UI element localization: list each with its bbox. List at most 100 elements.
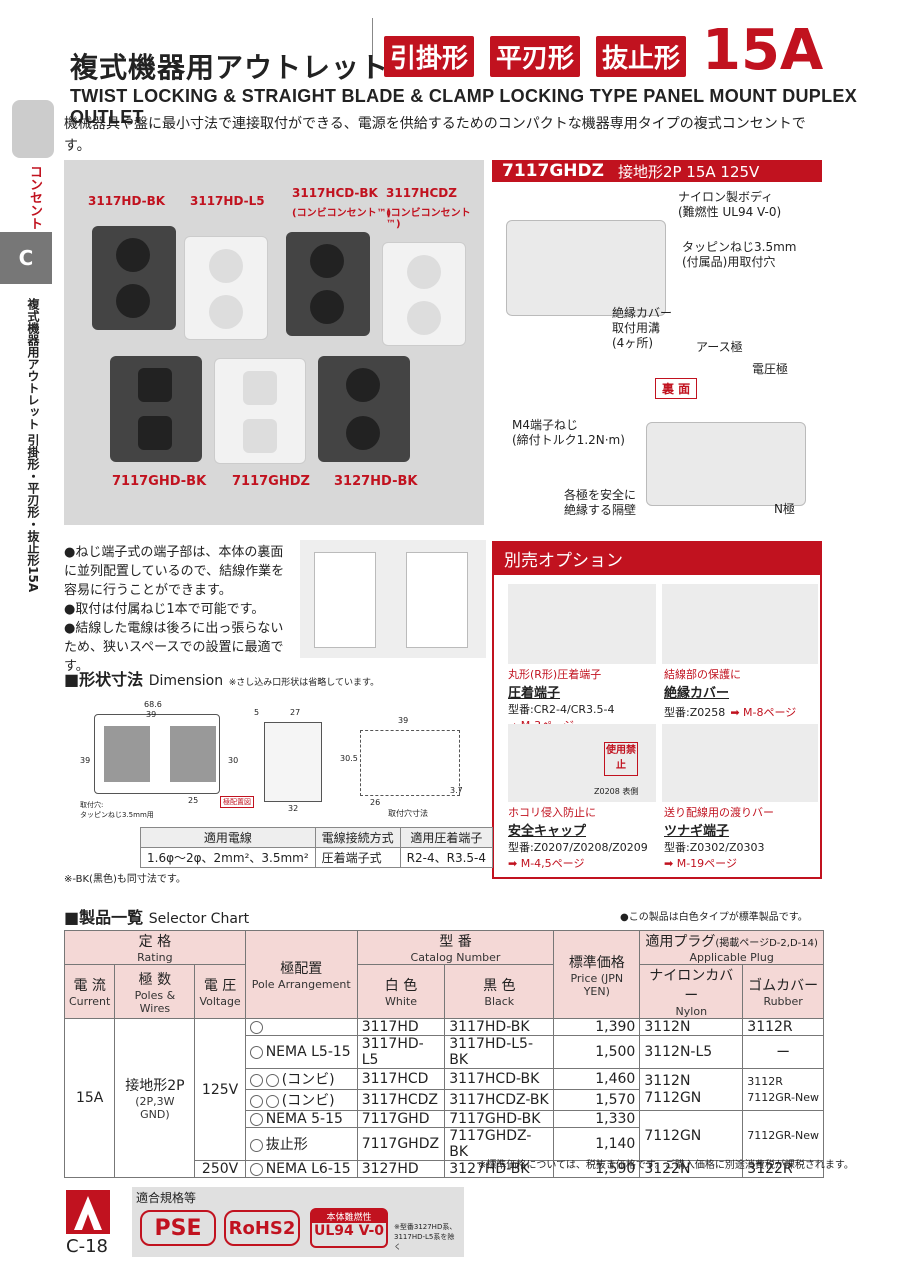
table-row: 250V NEMA L6-15 3127HD 3127HD-BK 1,590 3… bbox=[65, 1160, 824, 1178]
feature-bullets: ●ねじ端子式の端子部は、本体の裏面に並列配置しているので、結線作業を容易に行うこ… bbox=[64, 543, 296, 676]
dimension-heading: ■形状寸法 Dimension ※さし込み口形状は省略しています。 bbox=[64, 670, 380, 689]
table-row: 15A 接地形2P(2P,3W GND) 125V 3117HD 3117HD-… bbox=[63, 1018, 824, 1178]
annotation-earth: アース極 bbox=[696, 340, 743, 354]
options-header: 別売オプション bbox=[492, 541, 822, 575]
outlet-face-photo bbox=[300, 540, 486, 658]
tag-straight-blade: 平刃形 bbox=[490, 36, 581, 77]
pole-arrangement-icon bbox=[249, 1162, 263, 1176]
photo-label: 3117HD-L5 bbox=[190, 194, 265, 208]
mounting-cutout bbox=[360, 730, 460, 796]
dim-label: 30.5 bbox=[340, 754, 358, 763]
selector-note: ●この製品は白色タイプが標準製品です。 bbox=[620, 912, 808, 923]
crimp-terminal-image bbox=[508, 584, 656, 664]
feature-panel: ナイロン製ボディ (難燃性 UL94 V-0) タッピンねじ3.5mm (付属品… bbox=[492, 182, 822, 525]
dimension-drawing: 68.6 39 39 30 25 取付穴: タッピンねじ3.5mm用 極配置図 … bbox=[64, 690, 476, 826]
outlet-3117HCD-BK bbox=[286, 232, 370, 336]
outlet-illustration-back bbox=[646, 422, 806, 506]
dim-label: 30 bbox=[228, 756, 239, 765]
photo-label: 3117HCDZ bbox=[386, 186, 457, 200]
header-divider bbox=[372, 18, 373, 78]
photo-label: (コンビコンセント™) bbox=[386, 208, 471, 230]
outlet-illustration-front bbox=[506, 220, 666, 316]
page-number: C-18 bbox=[66, 1236, 108, 1257]
bullet-item: ●取付は付属ねじ1本で可能です。 bbox=[64, 602, 265, 617]
safety-cap-image: 使用禁止 Z0208 表側 bbox=[508, 724, 656, 802]
rohs-badge: RoHS2 bbox=[224, 1210, 300, 1246]
annotation-groove: 絶縁カバー 取付用溝 (4ヶ所) bbox=[612, 306, 673, 350]
jumper-bar-image bbox=[662, 724, 818, 802]
annotation-barrier: 各極を安全に 絶縁する隔壁 bbox=[564, 488, 637, 517]
table-row: (コンビ) 3117HCDZ 3117HCDZ-BK 1,570 bbox=[65, 1089, 824, 1111]
annotation-body: ナイロン製ボディ (難燃性 UL94 V-0) bbox=[678, 190, 782, 219]
outlet-3117HCDZ bbox=[382, 242, 466, 346]
selector-heading: ■製品一覧 Selector Chart bbox=[64, 908, 250, 927]
option-jumper-terminal: 送り配線用の渡りバー ツナギ端子 型番:Z0302/Z0303 ➡ M-19ペー… bbox=[664, 806, 774, 870]
dim-label: 39 bbox=[80, 756, 91, 765]
outline-side bbox=[264, 722, 322, 802]
table-row: (コンビ) 3117HCD 3117HCD-BK 1,460 3112N 711… bbox=[65, 1068, 824, 1111]
pole-arrangement-icon bbox=[249, 1073, 263, 1087]
option-insulation-cover: 結線部の保護に 絶縁カバー 型番:Z0258 ➡ M-8ページ bbox=[664, 668, 797, 719]
black-note: ※-BK(黒色)も同寸法です。 bbox=[64, 874, 186, 885]
pole-arrangement-icon bbox=[249, 1045, 263, 1059]
outlet-7117GHDZ bbox=[214, 358, 306, 464]
side-text: 複式機器用アウトレット 引掛形・平刃形・抜止形15A bbox=[26, 298, 40, 593]
dim-label: 68.6 bbox=[144, 700, 162, 709]
pole-layout-label: 極配置図 bbox=[220, 796, 254, 808]
pole-arrangement-icon bbox=[249, 1094, 263, 1108]
dim-label: 25 bbox=[188, 796, 199, 805]
brand-logo bbox=[66, 1190, 110, 1234]
certification-note: ※型番3127HD系、3117HD-L5系を除く bbox=[394, 1223, 457, 1251]
pole-arrangement-icon bbox=[249, 1020, 263, 1034]
cutout-label: 取付穴寸法 bbox=[388, 809, 428, 818]
photo-label: 3117HD-BK bbox=[88, 194, 166, 208]
annotation-neutral: N極 bbox=[774, 502, 795, 516]
intro-text: 機械器具や盤に最小寸法で連接取付ができる、電源を供給するためのコンパクトな機器専… bbox=[64, 116, 806, 154]
table-row: NEMA 5-15 7117GHD 7117GHD-BK 1,330 7112G… bbox=[65, 1110, 824, 1161]
dim-label: 5 bbox=[254, 708, 260, 717]
pole-arrangement-icon bbox=[265, 1073, 279, 1087]
socket-area bbox=[104, 726, 150, 782]
subtitle: TWIST LOCKING & STRAIGHT BLADE & CLAMP L… bbox=[70, 86, 858, 127]
pole-arrangement-icon bbox=[249, 1138, 263, 1152]
bullet-item: ●ねじ端子式の端子部は、本体の裏面に並列配置しているので、結線作業を容易に行うこ… bbox=[64, 545, 285, 598]
certification-title: 適合規格等 bbox=[136, 1191, 197, 1205]
annotation-screw: M4端子ねじ (締付トルク1.2N·m) bbox=[512, 418, 625, 447]
table-row: 抜止形 7117GHDZ 7117GHDZ-BK 1,140 bbox=[65, 1127, 824, 1161]
outline-front bbox=[94, 714, 220, 794]
tag-clamp-locking: 抜止形 bbox=[596, 36, 687, 77]
mount-hole-label: 取付穴: タッピンねじ3.5mm用 bbox=[80, 801, 154, 819]
product-photo: 3117HD-BK 3117HD-L5 3117HCD-BK 3117HCDZ … bbox=[64, 160, 484, 525]
price-footnote: ※標準価格については、税抜き価格です。ご購入価格に別途消費税が課税されます。 bbox=[478, 1160, 854, 1171]
outlet-3117HD-L5 bbox=[184, 236, 268, 340]
dim-label: 27 bbox=[290, 708, 301, 717]
outlet-3117HD-BK bbox=[92, 226, 176, 330]
photo-label: 3127HD-BK bbox=[334, 474, 418, 489]
side-letter: C bbox=[0, 232, 52, 284]
option-safety-cap: ホコリ侵入防止に 安全キャップ 型番:Z0207/Z0208/Z0209 ➡ M… bbox=[508, 806, 648, 870]
outlet-icon bbox=[12, 100, 54, 158]
pole-arrangement-icon bbox=[265, 1094, 279, 1108]
bullet-item: ●結線した電線は後ろに出っ張らないため、狭いスペースでの設置に最適です。 bbox=[64, 621, 284, 674]
ul-badge: 本体難燃性 UL94 V-0 bbox=[310, 1208, 388, 1248]
photo-label: 7117GHDZ bbox=[232, 474, 310, 489]
option-crimp-terminal: 丸形(R形)圧着端子 圧着端子 型番:CR2-4/CR3.5-4 ➡ M-3ペー… bbox=[508, 668, 615, 732]
photo-label: 7117GHD-BK bbox=[112, 474, 207, 489]
tag-twist-locking: 引掛形 bbox=[384, 36, 475, 77]
annotation-voltage: 電圧極 bbox=[752, 362, 789, 376]
socket-area bbox=[170, 726, 216, 782]
outlet-3127HD-BK bbox=[318, 356, 410, 462]
ampere-rating: 15A bbox=[702, 18, 824, 83]
wire-spec-table: 適用電線 電線接続方式 適用圧着端子 1.6φ〜2φ、2mm²、3.5mm² 圧… bbox=[140, 827, 494, 868]
page-title: 複式機器用アウトレットTM bbox=[70, 51, 413, 84]
side-category: コンセント bbox=[27, 165, 42, 230]
photo-label: 3117HCD-BK bbox=[292, 186, 378, 200]
back-label: 裏 面 bbox=[655, 378, 698, 399]
dim-label: 3.7 bbox=[450, 786, 463, 795]
dim-label: 39 bbox=[146, 710, 157, 719]
pole-arrangement-icon bbox=[249, 1112, 263, 1126]
dim-label: 39 bbox=[398, 716, 409, 725]
photo-label: (コンビコンセント™) bbox=[292, 208, 392, 219]
